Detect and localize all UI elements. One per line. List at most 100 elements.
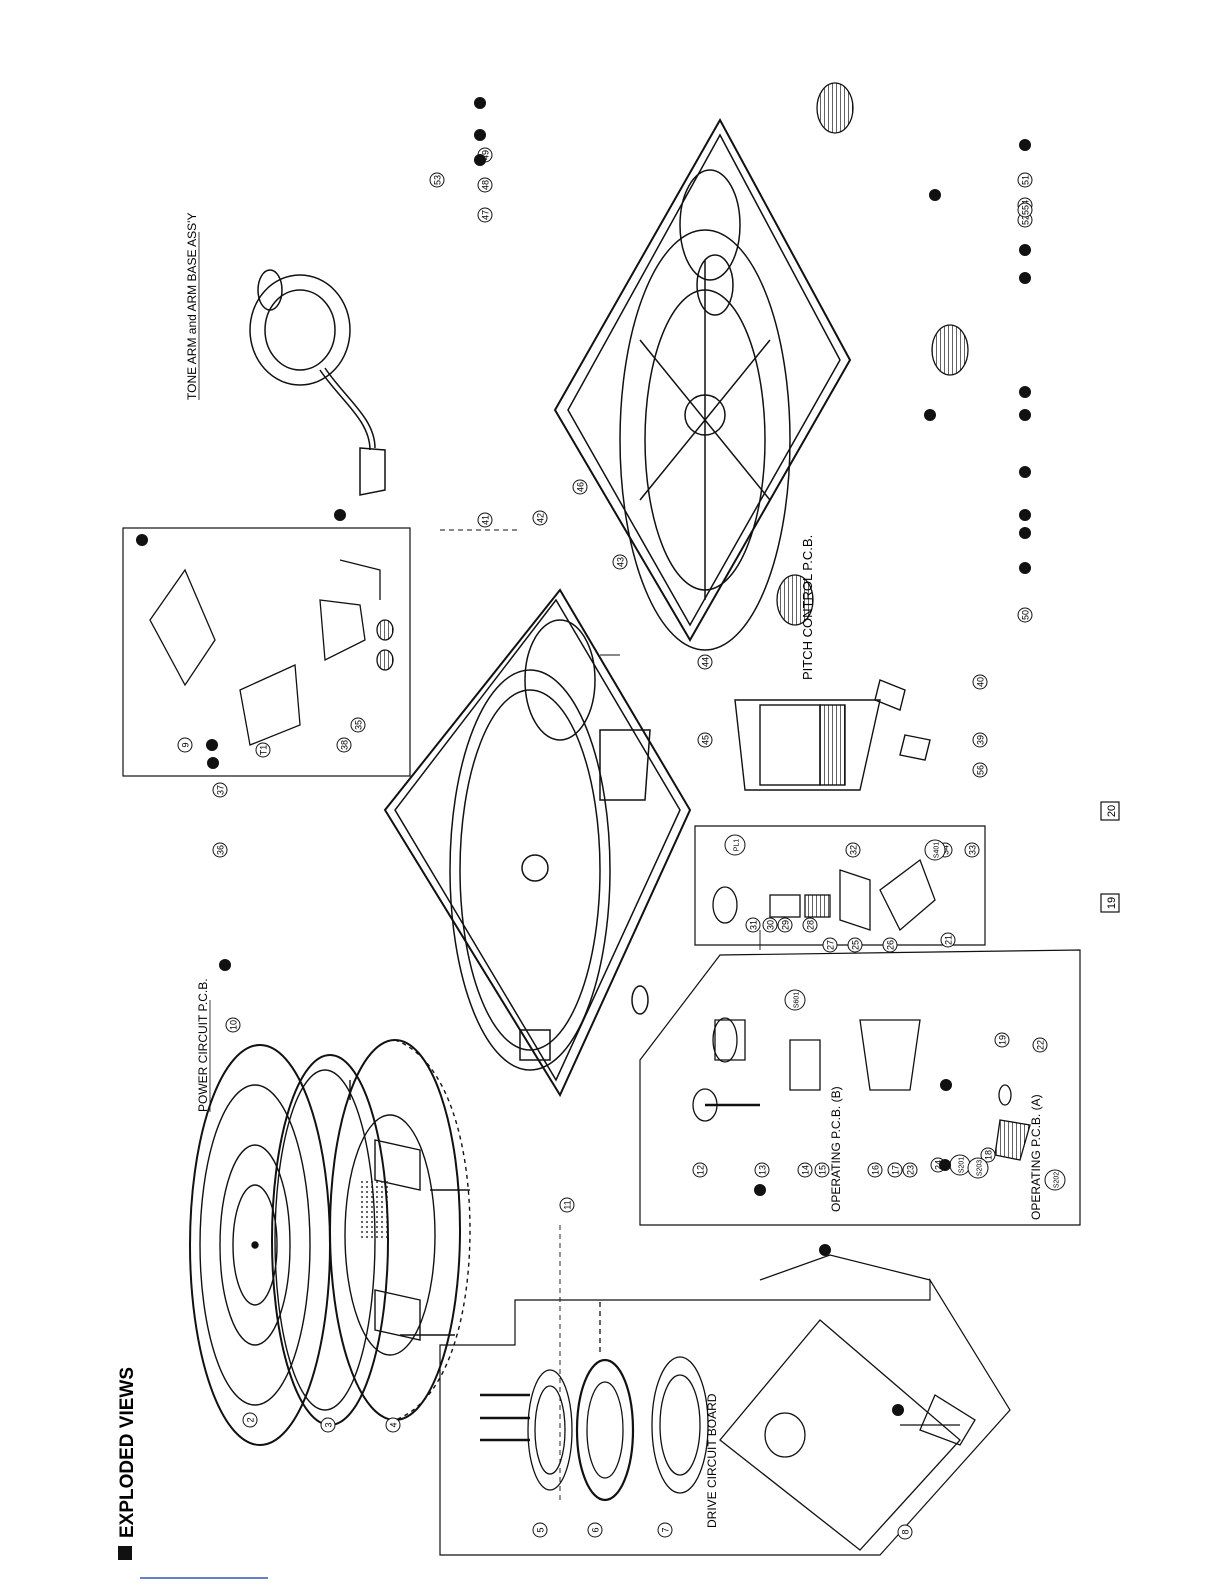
callout-33: 33	[964, 842, 980, 858]
callout-45: 45	[697, 732, 713, 748]
fastener-marker	[1019, 139, 1031, 151]
callout-ring	[177, 737, 193, 753]
callout-ring	[897, 1524, 913, 1540]
page-number-20: 20	[1106, 805, 1118, 817]
fastener-marker	[334, 509, 346, 521]
callout-ring	[212, 782, 228, 798]
callout-35: 35	[350, 717, 366, 733]
callout-number: 27	[826, 940, 836, 950]
callout-ring	[964, 842, 980, 858]
callout-ring	[532, 1522, 548, 1538]
callout-number: S203	[977, 1160, 984, 1176]
callout-number: 26	[886, 940, 896, 950]
callout-number: 8	[901, 1529, 911, 1534]
callout-ring	[657, 1522, 673, 1538]
callout-ring	[972, 674, 988, 690]
callout-17: 17	[887, 1162, 903, 1178]
fastener-marker	[1019, 272, 1031, 284]
callout-number: 48	[481, 180, 491, 190]
callout-22: 22	[1032, 1037, 1048, 1053]
callout-ring	[822, 937, 838, 953]
page-number-20-box: 20	[1100, 801, 1120, 821]
callout-50: 50	[1017, 607, 1033, 623]
callout-number: 33	[968, 845, 978, 855]
callout-47: 47	[477, 207, 493, 223]
callout-number: 24	[934, 1160, 944, 1170]
fastener-marker	[940, 1079, 952, 1091]
callout-number: S202	[1054, 1172, 1061, 1188]
callout-S201: S201	[949, 1154, 971, 1176]
callout-number: 28	[806, 920, 816, 930]
callout-number: 14	[801, 1165, 811, 1175]
callout-ring	[1044, 1169, 1066, 1191]
callout-number: 45	[701, 735, 711, 745]
leader-lines	[440, 529, 761, 1500]
callout-15: 15	[814, 1162, 830, 1178]
callout-number: 16	[871, 1165, 881, 1175]
callout-29: 29	[777, 917, 793, 933]
operating-a-label: OPERATING P.C.B. (A)	[1029, 1094, 1043, 1220]
fastener-marker	[136, 534, 148, 546]
fastener-marker	[1019, 562, 1031, 574]
callout-number: 19	[998, 1035, 1008, 1045]
callout-number: 5	[536, 1527, 546, 1532]
title-bullet	[118, 1546, 132, 1560]
callout-6: 6	[587, 1522, 603, 1538]
callout-43: 43	[612, 554, 628, 570]
callout-ring	[1017, 202, 1033, 218]
callout-55: 55	[1017, 202, 1033, 218]
fastener-marker	[1019, 244, 1031, 256]
callout-ring	[385, 1417, 401, 1433]
callout-number: 21	[944, 935, 954, 945]
fastener-marker	[474, 154, 486, 166]
bottom-base	[553, 117, 852, 651]
callout-S202: S202	[1044, 1169, 1066, 1191]
callout-ring	[777, 917, 793, 933]
callout-ring	[350, 717, 366, 733]
rubber-feet	[776, 82, 969, 626]
callout-ring	[754, 1162, 770, 1178]
callout-number: 50	[1021, 610, 1031, 620]
callout-number: 12	[696, 1165, 706, 1175]
callout-number: 10	[229, 1020, 239, 1030]
callout-number: S601	[794, 992, 801, 1008]
callout-number: 55	[1021, 205, 1031, 215]
callout-ring	[994, 1032, 1010, 1048]
tone-arm	[249, 269, 386, 496]
callout-2: 2	[242, 1412, 258, 1428]
fastener-marker	[1019, 466, 1031, 478]
callout-ring	[882, 937, 898, 953]
callout-ring	[477, 177, 493, 193]
callout-32: 32	[845, 842, 861, 858]
callout-number: 3	[324, 1422, 334, 1427]
operating-box	[639, 949, 1081, 1226]
callout-number: 35	[354, 720, 364, 730]
callout-PL1: PL1	[724, 834, 746, 856]
callout-41: 41	[477, 512, 493, 528]
callout-number: 43	[616, 557, 626, 567]
callout-ring	[612, 554, 628, 570]
callout-11: 11	[559, 1197, 575, 1213]
motor-box	[439, 1254, 1011, 1556]
fastener-marker	[924, 409, 936, 421]
callout-51: 51	[1017, 172, 1033, 188]
callout-ring	[967, 1157, 989, 1179]
fastener-marker	[474, 97, 486, 109]
callout-ring	[972, 732, 988, 748]
callout-ring	[867, 1162, 883, 1178]
callout-number: 51	[1021, 175, 1031, 185]
callout-S601: S601	[784, 989, 806, 1011]
callout-number: 31	[749, 920, 759, 930]
fastener-marker	[819, 1244, 831, 1256]
callout-48: 48	[477, 177, 493, 193]
callout-number: 37	[216, 785, 226, 795]
fastener-marker	[474, 129, 486, 141]
page-number-19: 19	[1106, 897, 1118, 909]
callout-ring	[532, 510, 548, 526]
fastener-marker	[1019, 409, 1031, 421]
callout-S203: S203	[967, 1157, 989, 1179]
page-title: EXPLODED VIEWS	[117, 1367, 138, 1538]
callout-ring	[477, 512, 493, 528]
